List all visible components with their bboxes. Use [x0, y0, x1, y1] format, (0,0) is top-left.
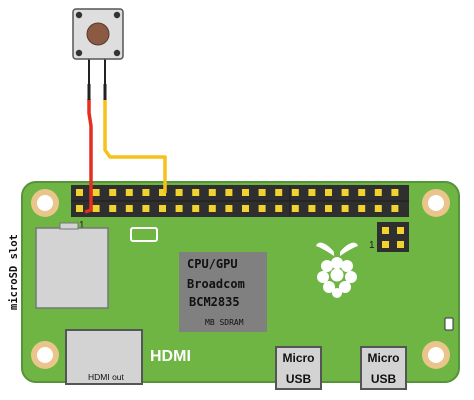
chip-line-4: MB SDRAM	[205, 318, 244, 327]
gpio-pin	[391, 205, 399, 212]
gpio-pin	[308, 189, 316, 196]
gpio-pin	[76, 205, 83, 212]
gpio-pin	[291, 189, 299, 196]
gpio-header	[71, 185, 409, 217]
micro-usb-port-right: Micro USB	[360, 346, 407, 390]
hdmi-label: HDMI	[150, 348, 191, 365]
usb-right-line-1: Micro	[367, 351, 399, 365]
gpio-pin	[242, 205, 249, 212]
gpio-pin	[159, 205, 166, 212]
gpio-pin	[358, 205, 366, 212]
chip-line-1: CPU/GPU	[187, 257, 238, 271]
mounting-holes	[31, 189, 450, 369]
gpio-pin	[192, 189, 200, 196]
gpio-pin	[341, 205, 349, 212]
gpio-pin	[76, 189, 83, 196]
gpio-pin	[358, 189, 366, 196]
gpio-pin	[125, 205, 133, 212]
red-wire	[84, 99, 93, 214]
gpio-pin	[291, 205, 299, 212]
usb-left-line-1: Micro	[282, 351, 314, 365]
chip-line-3: BCM2835	[189, 295, 240, 309]
gpio-pin	[208, 189, 216, 196]
header-pin-one-label: 1	[369, 240, 375, 251]
gpio-pin	[391, 189, 399, 196]
usb-right-line-2: USB	[371, 372, 397, 386]
gpio-pin	[374, 189, 382, 196]
push-button-cap-icon	[86, 22, 110, 46]
small-component	[130, 227, 158, 242]
gpio-pin	[175, 189, 183, 196]
hdmi-port-label: HDMI out	[88, 372, 125, 382]
gpio-pin	[142, 189, 150, 196]
hdmi-port: HDMI out	[65, 329, 143, 385]
chip-line-2: Broadcom	[187, 277, 245, 291]
gpio-pin	[258, 189, 266, 196]
gpio-pin	[258, 205, 266, 212]
yellow-wire	[103, 99, 167, 193]
gpio-pin	[175, 205, 183, 212]
push-button	[72, 8, 124, 100]
gpio-pins	[76, 189, 399, 212]
gpio-pin	[275, 205, 283, 212]
gpio-pin	[109, 189, 117, 196]
gpio-pin	[325, 205, 332, 212]
usb-left-line-2: USB	[286, 372, 312, 386]
right-edge-component	[444, 317, 454, 331]
gpio-pin	[208, 205, 216, 212]
cpu-chip: CPU/GPU Broadcom BCM2835 MB SDRAM	[179, 252, 267, 332]
gpio-pin	[159, 189, 166, 196]
gpio-pin	[225, 205, 233, 212]
gpio-pin	[92, 205, 100, 212]
gpio-pin	[308, 205, 316, 212]
gpio-pin	[242, 189, 249, 196]
micro-usb-port-left: Micro USB	[275, 346, 322, 390]
microsd-slot-label: microSD slot	[8, 234, 20, 310]
gpio-pin	[92, 189, 100, 196]
gpio-pin	[275, 189, 283, 196]
pin-one-label: 1	[79, 220, 85, 231]
microsd-slot: microSD slot	[8, 222, 109, 310]
wires	[84, 84, 167, 214]
gpio-pin	[325, 189, 332, 196]
gpio-pin	[192, 205, 200, 212]
gpio-pin	[142, 205, 150, 212]
gpio-pin	[225, 189, 233, 196]
run-header: 1	[369, 222, 409, 252]
gpio-pin	[109, 205, 117, 212]
gpio-pin	[374, 205, 382, 212]
gpio-pin	[125, 189, 133, 196]
gpio-pin	[341, 189, 349, 196]
raspberry-logo-icon	[316, 242, 358, 298]
